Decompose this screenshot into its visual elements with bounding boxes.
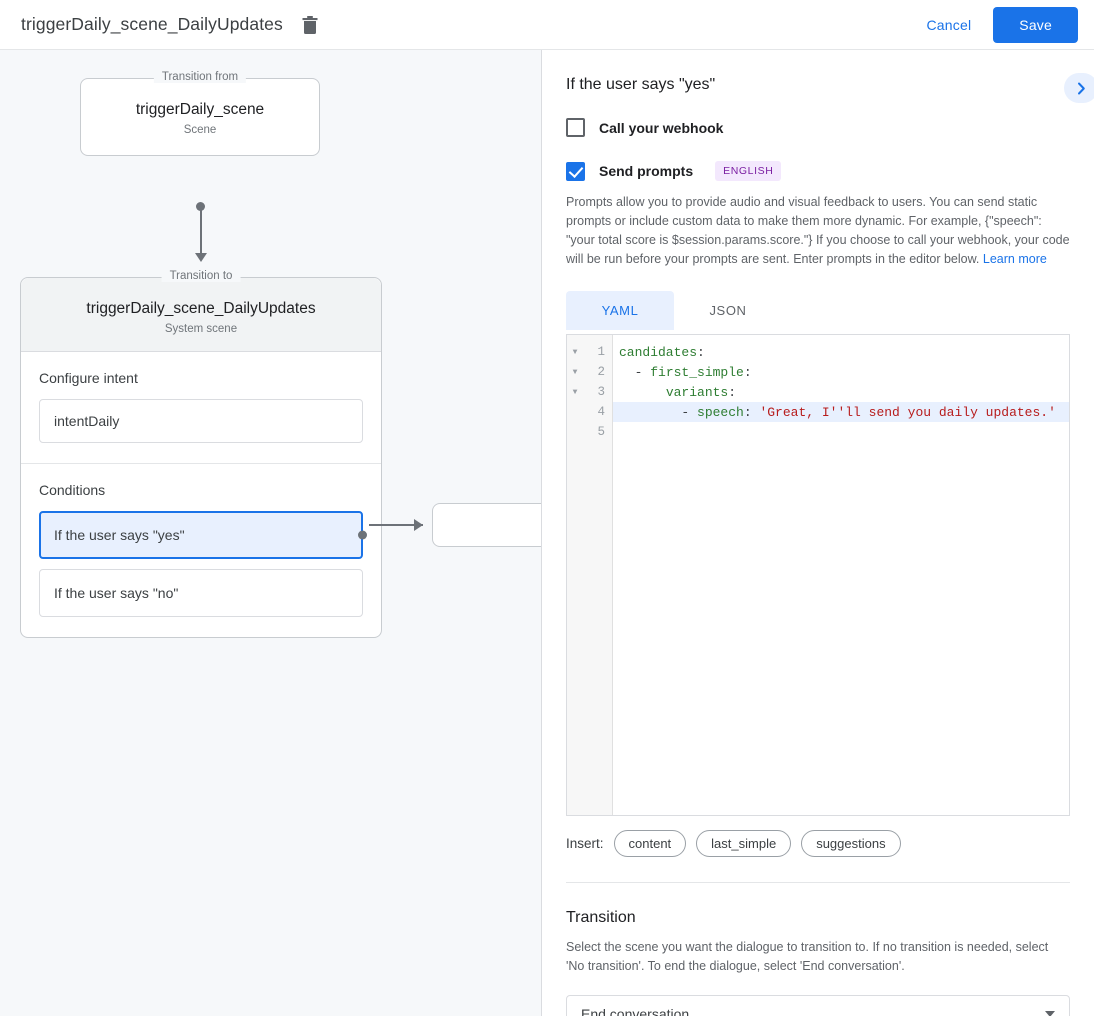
transition-to-title: triggerDaily_scene_DailyUpdates: [86, 300, 316, 317]
conditions-label: Conditions: [39, 482, 106, 498]
code-token: speech: [697, 404, 744, 420]
tab-json[interactable]: JSON: [709, 303, 747, 318]
fold-toggle-icon[interactable]: ▼: [572, 367, 578, 377]
code-token: [619, 385, 666, 400]
insert-chip-content[interactable]: content: [613, 830, 687, 857]
editor-gutter-row: ▼1: [567, 342, 612, 362]
code-token: -: [619, 364, 651, 380]
code-token: first_simple: [650, 364, 744, 380]
target-node-placeholder[interactable]: [432, 503, 541, 547]
condition-item-label: If the user says "yes": [54, 527, 185, 543]
transition-from-node[interactable]: Transition from triggerDaily_scene Scene: [80, 71, 320, 156]
tab-yaml[interactable]: YAML: [566, 291, 674, 330]
delete-button[interactable]: [297, 12, 323, 38]
chevron-right-icon: [1077, 82, 1085, 94]
top-bar-actions: Cancel Save: [911, 6, 1094, 43]
condition-output-dot: [358, 530, 367, 540]
call-webhook-label: Call your webhook: [599, 119, 724, 136]
transition-to-legend: Transition to: [161, 270, 241, 282]
insert-chip-last-simple[interactable]: last_simple: [696, 830, 792, 857]
intent-field[interactable]: intentDaily: [39, 399, 363, 443]
panel-header: If the user says "yes": [566, 50, 1094, 103]
editor-line-number: 5: [597, 425, 605, 439]
fold-toggle-icon[interactable]: ▼: [572, 347, 578, 357]
code-token: :: [728, 384, 737, 400]
call-webhook-row[interactable]: Call your webhook: [566, 118, 1070, 137]
prompts-block: Call your webhook Send prompts ENGLISH P…: [542, 118, 1094, 883]
configure-intent-label: Configure intent: [39, 370, 138, 386]
trash-icon: [302, 15, 318, 34]
connector-line: [200, 207, 202, 254]
learn-more-link[interactable]: Learn more: [982, 252, 1047, 266]
send-prompts-checkbox[interactable]: [566, 161, 585, 181]
configure-intent-section: Configure intent intentDaily: [21, 352, 381, 464]
page-title: triggerDaily_scene_DailyUpdates: [21, 14, 283, 34]
insert-chip-suggestions[interactable]: suggestions: [801, 830, 901, 857]
editor-gutter-row: 5: [567, 422, 612, 442]
editor-code-area[interactable]: candidates: - first_simple: variants: - …: [613, 335, 1069, 815]
insert-row: Insert: content last_simple suggestions: [566, 830, 1070, 857]
panel-title: If the user says "yes": [566, 76, 716, 93]
editor-code-line[interactable]: - first_simple:: [613, 362, 1069, 382]
code-token: :: [697, 344, 705, 360]
editor-line-number: 4: [597, 405, 605, 419]
code-token: :: [743, 404, 760, 420]
connector-dot: [196, 202, 205, 211]
panel-divider: [541, 50, 542, 1016]
editor-line-number: 3: [597, 385, 605, 399]
editor-code-line[interactable]: candidates:: [613, 342, 1069, 362]
code-token: -: [619, 404, 698, 420]
editor-code-line[interactable]: [613, 422, 1069, 442]
condition-connector-arrow-icon: [414, 519, 423, 531]
code-token: :: [743, 364, 752, 380]
code-token: candidates: [619, 344, 698, 360]
transition-select[interactable]: End conversation: [566, 994, 1070, 1016]
editor-code-line[interactable]: variants:: [613, 382, 1069, 402]
prompts-description: Prompts allow you to provide audio and v…: [566, 193, 1070, 269]
editor-gutter-row: ▼2: [567, 362, 612, 382]
transition-from-title: triggerDaily_scene: [135, 101, 265, 118]
editor-line-number: 1: [597, 345, 605, 359]
condition-item-label: If the user says "no": [54, 585, 179, 601]
transition-to-header: Transition to triggerDaily_scene_DailyUp…: [21, 270, 381, 352]
scene-graph-canvas[interactable]: Transition from triggerDaily_scene Scene…: [0, 50, 541, 1016]
editor-code-line[interactable]: - speech: 'Great, I''ll send you daily u…: [613, 402, 1069, 422]
condition-connector-line: [369, 524, 423, 526]
transition-select-value: End conversation: [581, 1005, 690, 1016]
transition-block: Transition Select the scene you want the…: [542, 883, 1094, 1016]
send-prompts-label: Send prompts: [599, 163, 694, 179]
condition-item-no[interactable]: If the user says "no": [39, 569, 363, 617]
transition-from-legend: Transition from: [153, 71, 247, 83]
transition-title: Transition: [566, 909, 636, 926]
save-button[interactable]: Save: [993, 6, 1078, 43]
code-token: 'Great, I''ll send you daily updates.': [759, 404, 1056, 420]
editor-format-tabs: YAML JSON: [566, 291, 1070, 330]
fold-toggle-icon[interactable]: ▼: [572, 387, 578, 397]
editor-gutter-row: ▼3: [567, 382, 612, 402]
transition-from-subtitle: Scene: [183, 124, 217, 136]
conditions-section: Conditions If the user says "yes" If the…: [21, 464, 381, 637]
condition-item-yes[interactable]: If the user says "yes": [39, 511, 367, 559]
editor-line-number: 2: [597, 365, 605, 379]
code-token: variants: [665, 384, 729, 400]
editor-gutter-row: 4: [567, 402, 612, 422]
chevron-down-icon: [1045, 1010, 1055, 1016]
prompts-description-text: Prompts allow you to provide audio and v…: [566, 195, 1070, 266]
details-panel: If the user says "yes" Call your webhook…: [542, 50, 1094, 1016]
section-divider: [566, 882, 1070, 883]
transition-to-node[interactable]: Transition to triggerDaily_scene_DailyUp…: [20, 270, 382, 638]
cancel-button[interactable]: Cancel: [911, 9, 988, 41]
connector-arrow-icon: [195, 253, 207, 262]
send-prompts-row[interactable]: Send prompts ENGLISH: [566, 161, 1070, 181]
language-badge: ENGLISH: [715, 161, 782, 181]
insert-label: Insert:: [566, 836, 604, 851]
call-webhook-checkbox[interactable]: [566, 118, 585, 137]
expand-panel-button[interactable]: [1064, 73, 1094, 103]
transition-to-subtitle: System scene: [164, 323, 238, 335]
top-bar: triggerDaily_scene_DailyUpdates Cancel S…: [0, 0, 1094, 50]
transition-description: Select the scene you want the dialogue t…: [566, 940, 1049, 974]
